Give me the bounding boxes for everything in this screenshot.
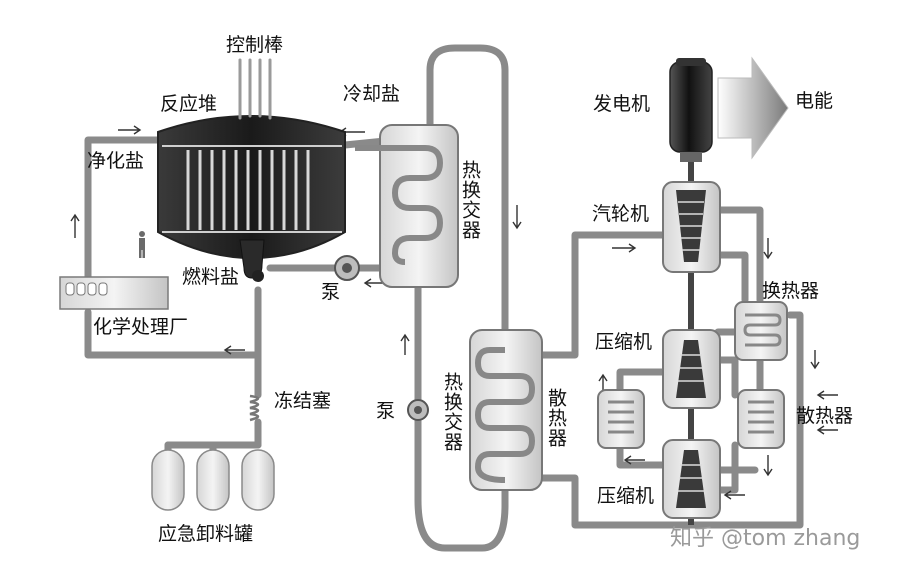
label-control-rods: 控制棒 <box>226 34 284 56</box>
radiator-right <box>737 389 785 449</box>
pump-mid <box>407 399 429 421</box>
label-turbine: 汽轮机 <box>592 203 650 225</box>
heat-exchanger-upper <box>355 124 459 288</box>
label-hx-lower: 热换交器 <box>441 372 463 452</box>
label-radiator-left: 散热器 <box>545 388 567 448</box>
label-chem-plant: 化学处理厂 <box>93 316 189 338</box>
label-coolant-salt: 冷却盐 <box>343 83 401 105</box>
compressor-bottom <box>662 439 721 519</box>
heat-exchanger-lower <box>469 329 543 491</box>
radiator-left <box>597 389 645 449</box>
chemical-plant <box>59 276 169 310</box>
recuperator <box>734 301 788 361</box>
flow-arrows <box>70 125 838 500</box>
drain-tanks <box>151 449 275 511</box>
pump-top <box>334 255 360 281</box>
person-figure <box>139 231 145 258</box>
label-generator: 发电机 <box>593 93 651 115</box>
label-pump-top: 泵 <box>321 281 341 303</box>
generator <box>669 58 713 162</box>
label-hx-upper: 热换交器 <box>459 160 481 240</box>
label-fuel-salt: 燃料盐 <box>182 266 240 288</box>
piping <box>84 44 804 552</box>
compressor-top <box>662 329 721 409</box>
power-arrow-icon <box>717 56 789 160</box>
label-electricity: 电能 <box>795 90 834 112</box>
label-compressor-bottom: 压缩机 <box>597 485 655 507</box>
label-radiator-right: 散热器 <box>796 405 854 427</box>
label-compressor-top: 压缩机 <box>595 331 653 353</box>
label-pump-mid: 泵 <box>376 400 396 422</box>
label-purified-salt: 净化盐 <box>87 150 145 172</box>
reactor-vessel <box>157 58 346 282</box>
label-drain-tanks: 应急卸料罐 <box>158 523 254 545</box>
label-recuperator: 换热器 <box>762 280 820 302</box>
freeze-plug <box>249 394 260 422</box>
label-freeze-plug: 冻结塞 <box>274 390 332 412</box>
turbine <box>662 181 721 273</box>
watermark: 知乎 @tom zhang <box>670 526 861 551</box>
label-reactor: 反应堆 <box>160 93 218 115</box>
